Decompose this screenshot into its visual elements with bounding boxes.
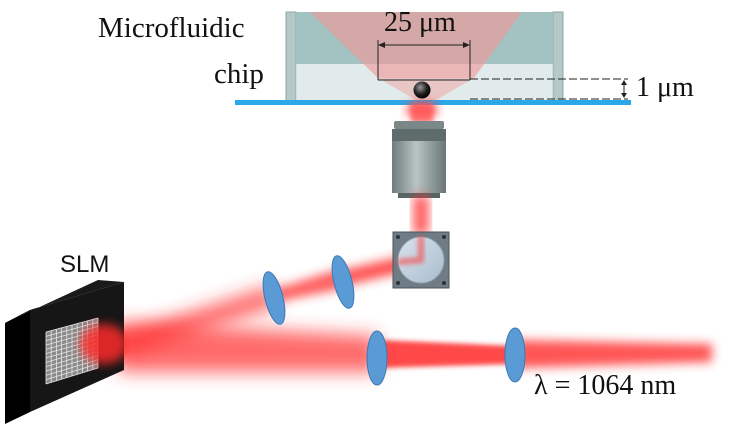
label-scale-25: 25 μm bbox=[384, 7, 456, 38]
objective-body bbox=[392, 141, 446, 193]
label-wavelength: λ = 1064 nm bbox=[534, 370, 677, 401]
slm-top-edge bbox=[5, 280, 124, 323]
lens-3 bbox=[366, 330, 388, 386]
mirror-screw-4 bbox=[442, 281, 446, 285]
objective-bottom bbox=[398, 193, 440, 198]
slm-grid-line bbox=[45, 317, 99, 333]
beam-lens1-to-lens2 bbox=[272, 268, 346, 302]
beam-input bbox=[516, 340, 712, 368]
objective-exit-beam bbox=[411, 104, 433, 122]
slm-grid-line bbox=[45, 321, 99, 337]
chip-wall-left bbox=[285, 11, 297, 103]
lens-2 bbox=[331, 255, 355, 309]
slm-grid-line bbox=[45, 367, 99, 385]
lens-1 bbox=[262, 271, 286, 325]
lenses bbox=[262, 255, 526, 386]
trapped-bead bbox=[413, 81, 431, 99]
slm-grid-line bbox=[45, 359, 99, 376]
beam-vertical bbox=[413, 196, 429, 234]
label-chip: chip bbox=[214, 58, 264, 90]
objective-band bbox=[392, 129, 446, 141]
slm-laser-spot bbox=[80, 324, 128, 364]
label-slm: SLM bbox=[60, 251, 110, 278]
slm-device bbox=[5, 280, 128, 424]
coverslip bbox=[235, 100, 631, 105]
chip-wall-right bbox=[552, 11, 564, 103]
mirror-screw-3 bbox=[396, 281, 400, 285]
objective-lens bbox=[392, 104, 446, 198]
lens-4 bbox=[504, 327, 526, 383]
scale-1-arrow-down bbox=[621, 93, 627, 98]
slm-grid-line bbox=[45, 363, 99, 381]
beam-lens3-to-slm bbox=[118, 322, 378, 372]
beam-lens4-to-lens3 bbox=[378, 340, 516, 368]
scale-1-arrow-up bbox=[621, 80, 627, 85]
mirror-beam bbox=[397, 236, 424, 265]
mirror-screw-2 bbox=[442, 235, 446, 239]
scale-25-arrow-right bbox=[463, 42, 470, 48]
mirror-mount bbox=[392, 231, 450, 289]
label-scale-1: 1 μm bbox=[636, 72, 694, 103]
scale-25-arrow-left bbox=[378, 42, 385, 48]
slm-side bbox=[5, 310, 30, 424]
label-microfluidic: Microfluidic bbox=[98, 12, 245, 44]
mirror-screw-1 bbox=[396, 235, 400, 239]
objective-top-ring bbox=[394, 121, 444, 129]
